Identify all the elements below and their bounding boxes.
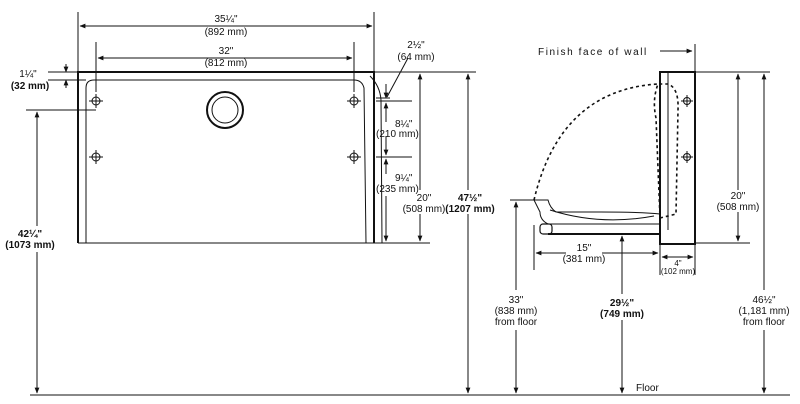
depth-imperial: 15"	[577, 243, 592, 254]
holes-from-floor-imperial: 42¼"	[18, 229, 42, 240]
folded-position	[653, 83, 679, 219]
top-from-floor-metric: (1207 mm)	[445, 204, 494, 215]
hole-spacing-metric: (812 mm)	[205, 58, 248, 69]
holes-from-floor-metric: (1073 mm)	[5, 240, 54, 251]
bed-height-note: from floor	[495, 317, 538, 328]
changing-bed	[533, 199, 661, 225]
side-view: Finish face of wall 20"	[495, 44, 790, 394]
overall-width-metric: (892 mm)	[205, 27, 248, 38]
mounting-hole-icon	[347, 94, 361, 108]
mounting-hole-icon	[89, 94, 103, 108]
latch-icon	[206, 91, 244, 129]
right-offset-imperial: 2½"	[407, 40, 425, 51]
under-height-metric: (749 mm)	[600, 309, 644, 320]
bed-height-imperial: 33"	[509, 295, 524, 306]
mounting-hole-icon	[347, 150, 361, 164]
top-offset-imperial: 1¼"	[19, 68, 37, 80]
front-height-metric: (508 mm)	[403, 204, 446, 215]
upper-spacing-metric: (210 mm)	[376, 129, 419, 140]
under-height-imperial: 29½"	[610, 298, 634, 309]
swing-arc	[533, 83, 659, 201]
right-offset-metric: (64 mm)	[397, 52, 434, 63]
side-height-metric: (508 mm)	[717, 202, 760, 213]
bed-height-metric: (838 mm)	[495, 306, 538, 317]
depth-metric: (381 mm)	[563, 254, 606, 265]
top-height-metric: (1,181 mm)	[738, 306, 789, 317]
mounting-hole-icon	[681, 151, 693, 163]
thickness-metric: (102 mm)	[661, 267, 696, 276]
lower-spacing-imperial: 9¼"	[395, 172, 413, 184]
wall-housing	[659, 71, 696, 245]
top-height-imperial: 46½"	[752, 295, 775, 306]
overall-width-imperial: 35¼"	[214, 13, 237, 25]
top-height-note: from floor	[743, 317, 786, 328]
upper-spacing-imperial: 8¼"	[395, 118, 413, 130]
changing-station-outline	[77, 71, 375, 243]
mounting-hole-icon	[681, 95, 693, 107]
side-height-imperial: 20"	[731, 191, 746, 202]
hole-spacing-imperial: 32"	[219, 46, 234, 57]
front-height-imperial: 20"	[417, 193, 432, 204]
thickness-imperial: 4"	[674, 259, 681, 268]
mounting-hole-icon	[89, 150, 103, 164]
front-view: 35¼" (892 mm) 32" (812 mm) 1¼" (32 mm) 2…	[5, 12, 495, 394]
lower-spacing-metric: (235 mm)	[376, 184, 419, 195]
wall-label: Finish face of wall	[538, 47, 648, 58]
top-from-floor-imperial: 47½"	[458, 193, 482, 204]
floor-label: Floor	[636, 383, 659, 394]
top-offset-metric: (32 mm)	[11, 81, 49, 92]
